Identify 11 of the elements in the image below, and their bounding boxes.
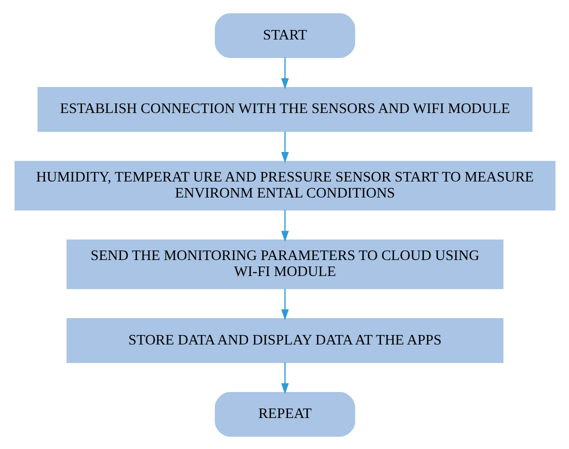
arrow <box>280 362 288 394</box>
arrow <box>280 288 288 320</box>
node-box: SEND THE MONITORING PARAMETERS TO CLOUD USING WI-FI MODULE <box>66 239 503 289</box>
arrow <box>280 210 288 242</box>
node-box: STORE DATA AND DISPLAY DATA AT THE APPS <box>66 318 503 362</box>
node-box: REPEAT <box>214 392 355 436</box>
arrow <box>280 57 288 89</box>
node-box: ESTABLISH CONNECTION WITH THE SENSORS AND WIFI MODULE <box>37 86 532 132</box>
node-box: HUMIDITY, TEMPERAT URE AND PRESSURE SENSOR START TO MEASURE ENVIRONM ENTAL CONDITIONS <box>14 160 555 210</box>
arrow <box>280 131 288 162</box>
node-box: START <box>214 12 355 58</box>
